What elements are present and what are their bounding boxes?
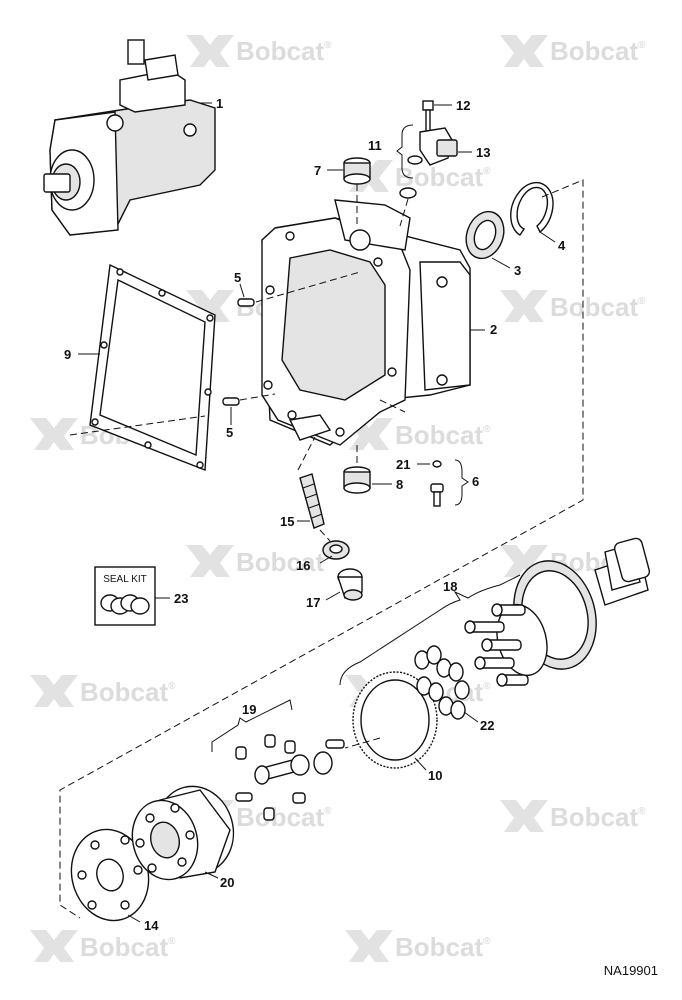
watermark-8: Bobcat® bbox=[186, 545, 332, 577]
part-16-spring-seat bbox=[322, 540, 350, 560]
callout-4: 4 bbox=[558, 238, 566, 253]
watermark-14: Bobcat® bbox=[30, 930, 176, 962]
gasket-line bbox=[69, 415, 206, 436]
part-10-gear-ring bbox=[352, 671, 438, 769]
svg-text:Bobcat®: Bobcat® bbox=[236, 36, 332, 66]
part-14-valve-plate bbox=[70, 828, 150, 922]
part-3-shaft-seal bbox=[465, 210, 505, 260]
watermark-2: Bobcat® bbox=[500, 35, 646, 67]
callout-20: 20 bbox=[220, 875, 234, 890]
callout-7: 7 bbox=[314, 163, 321, 178]
svg-text:Bobcat®: Bobcat® bbox=[80, 932, 176, 962]
part-5-dowel-pin-upper bbox=[237, 298, 255, 307]
leader-22 bbox=[463, 711, 479, 723]
part-7-plug bbox=[343, 157, 371, 185]
callout-16: 16 bbox=[296, 558, 310, 573]
callout-23: 23 bbox=[174, 591, 188, 606]
callout-12: 12 bbox=[456, 98, 470, 113]
callout-19: 19 bbox=[242, 702, 256, 717]
part-13-speed-sensor bbox=[407, 127, 458, 166]
callout-21: 21 bbox=[396, 457, 410, 472]
svg-text:Bobcat®: Bobcat® bbox=[550, 802, 646, 832]
part-17-piston bbox=[337, 568, 363, 601]
part-15-spring bbox=[299, 473, 325, 529]
watermark-15: Bobcat® bbox=[345, 930, 491, 962]
part-11-o-ring bbox=[399, 187, 417, 199]
callout-2: 2 bbox=[490, 322, 497, 337]
svg-text:Bobcat®: Bobcat® bbox=[236, 802, 332, 832]
seal-kit-label: SEAL KIT bbox=[103, 574, 147, 585]
gear-axis-line bbox=[344, 737, 381, 749]
bracket-11 bbox=[396, 124, 414, 179]
part-22-o-ring-set bbox=[414, 645, 470, 720]
part-12-bolt bbox=[422, 100, 434, 133]
watermark-5: Bobcat® bbox=[500, 290, 646, 322]
dowel-line-lower bbox=[239, 393, 276, 401]
leader-14 bbox=[127, 914, 141, 923]
callout-11: 11 bbox=[368, 138, 382, 153]
svg-text:Bobcat®: Bobcat® bbox=[395, 420, 491, 450]
part-19-center-pin-set bbox=[235, 734, 345, 821]
svg-text:Bobcat®: Bobcat® bbox=[550, 36, 646, 66]
leader-4 bbox=[539, 231, 556, 243]
callout-17: 17 bbox=[306, 595, 320, 610]
svg-text:Bobcat®: Bobcat® bbox=[80, 677, 176, 707]
spring-line-lower bbox=[319, 529, 331, 542]
callout-18: 18 bbox=[443, 579, 457, 594]
axis-line-2 bbox=[379, 399, 406, 413]
callout-9: 9 bbox=[64, 347, 71, 362]
callout-1: 1 bbox=[216, 96, 223, 111]
spring-line bbox=[297, 436, 316, 471]
callout-22: 22 bbox=[480, 718, 494, 733]
leader-10 bbox=[414, 757, 427, 771]
svg-text:Bobcat®: Bobcat® bbox=[236, 547, 332, 577]
part-18-rotating-group bbox=[464, 537, 651, 687]
part-5-dowel-pin-lower bbox=[222, 397, 240, 406]
callout-10: 10 bbox=[428, 768, 442, 783]
seal-kit-box: SEAL KIT bbox=[94, 566, 156, 626]
assembly-axis-line bbox=[59, 179, 584, 919]
callout-5a: 5 bbox=[234, 270, 241, 285]
leader-20 bbox=[204, 871, 219, 879]
callout-15: 15 bbox=[280, 514, 294, 529]
part-2-housing bbox=[261, 199, 471, 446]
leader-16 bbox=[319, 555, 333, 564]
svg-text:Bobcat®: Bobcat® bbox=[395, 932, 491, 962]
watermark-10: Bobcat® bbox=[30, 675, 176, 707]
bracket-6 bbox=[454, 459, 469, 506]
sensor-line bbox=[399, 198, 409, 227]
drawing-reference: NA19901 bbox=[604, 963, 658, 978]
part-21-o-ring-and-screw bbox=[430, 460, 444, 507]
callout-13: 13 bbox=[476, 145, 490, 160]
leader-17 bbox=[325, 591, 341, 601]
svg-text:Bobcat®: Bobcat® bbox=[550, 292, 646, 322]
part-8-plug bbox=[343, 466, 371, 494]
leader-5a bbox=[239, 283, 245, 298]
part-20-cylinder-block bbox=[131, 785, 235, 881]
bracket-18 bbox=[339, 574, 521, 686]
callout-6: 6 bbox=[472, 474, 479, 489]
watermark-13: Bobcat® bbox=[500, 800, 646, 832]
callout-3: 3 bbox=[514, 263, 521, 278]
watermark-1: Bobcat® bbox=[186, 35, 332, 67]
part-1-motor-assembly bbox=[43, 39, 216, 236]
part-4-retaining-ring bbox=[510, 181, 554, 236]
callout-8: 8 bbox=[396, 477, 403, 492]
svg-text:Bobcat®: Bobcat® bbox=[395, 162, 491, 192]
leader-3 bbox=[491, 257, 511, 269]
callout-5b: 5 bbox=[226, 425, 233, 440]
bracket-19 bbox=[211, 699, 293, 752]
callout-14: 14 bbox=[144, 918, 159, 933]
dowel-line-upper bbox=[255, 271, 361, 303]
